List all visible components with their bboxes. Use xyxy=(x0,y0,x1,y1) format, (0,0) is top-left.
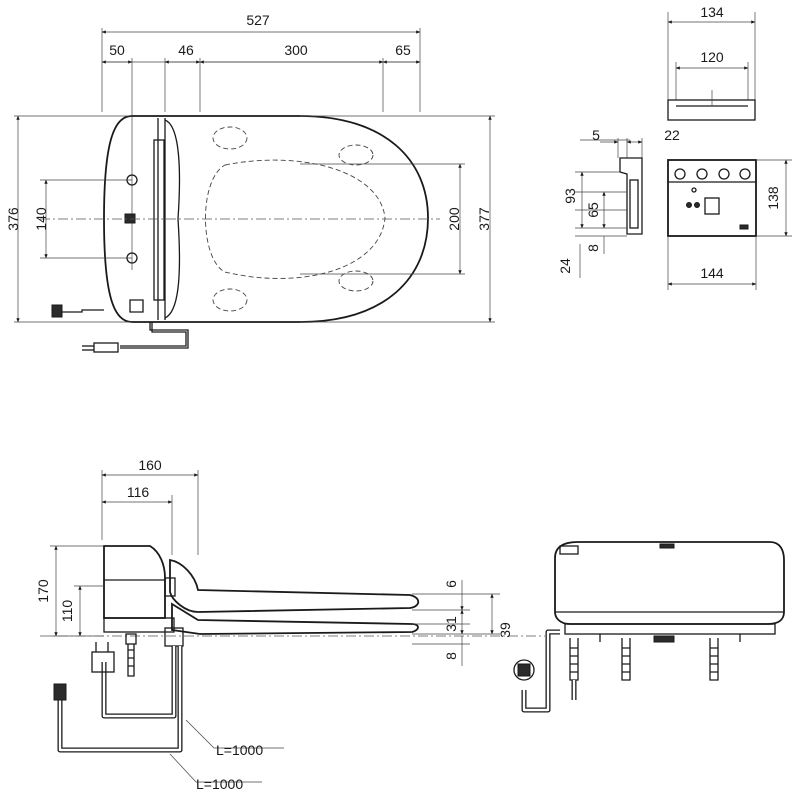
dim-depth-right: 377 xyxy=(476,207,492,231)
dim-unit-width: 144 xyxy=(700,265,724,281)
seat-opening xyxy=(205,159,386,279)
front-view xyxy=(513,541,785,713)
dim-overall-width: 527 xyxy=(246,12,270,28)
dim-total-39: 39 xyxy=(497,622,513,638)
dim-rear-offset: 50 xyxy=(109,42,125,58)
dim-unit-height: 138 xyxy=(765,186,781,210)
hose-length-label-2: L=1000 xyxy=(196,776,243,792)
dim-unit-top-inner: 120 xyxy=(700,49,724,65)
dim-height-8: 8 xyxy=(585,244,601,252)
dim-gap-31: 31 xyxy=(443,616,459,632)
dim-unit-top-width: 134 xyxy=(700,4,724,20)
unit-side-profile xyxy=(619,157,643,235)
unit-plan-outline xyxy=(667,99,756,121)
side-view: 160 116 170 110 6 31 39 8 xyxy=(35,457,545,792)
dim-front-offset: 65 xyxy=(395,42,411,58)
control-unit-views: 134 120 5 22 93 65 8 24 xyxy=(557,4,792,290)
dim-side-depth: 22 xyxy=(664,127,680,143)
hose-length-label-1: L=1000 xyxy=(216,742,263,758)
dim-height-24: 24 xyxy=(557,258,573,274)
supply-hose-2 xyxy=(57,646,183,753)
top-view: 527 50 46 300 65 xyxy=(5,12,495,353)
dim-wall-offset: 5 xyxy=(592,127,600,143)
dim-height-110: 110 xyxy=(59,600,75,623)
dim-side-depth-116: 116 xyxy=(127,484,150,500)
dim-depth-left: 376 xyxy=(5,207,21,231)
dim-lid-6: 6 xyxy=(443,580,459,588)
dim-hinge-offset: 46 xyxy=(178,42,194,58)
unit-front-outline xyxy=(667,159,757,237)
seat-outline xyxy=(103,115,429,323)
dim-opening-width: 200 xyxy=(446,207,462,231)
dim-bolt-spacing: 140 xyxy=(33,207,49,231)
dim-height-65: 65 xyxy=(585,202,601,218)
dim-seat-span: 300 xyxy=(284,42,308,58)
dim-height-170: 170 xyxy=(35,579,51,603)
dim-height-93: 93 xyxy=(562,188,578,204)
side-body-outline xyxy=(103,545,166,619)
dim-bottom-8: 8 xyxy=(443,652,459,660)
dim-side-depth-160: 160 xyxy=(138,457,162,473)
